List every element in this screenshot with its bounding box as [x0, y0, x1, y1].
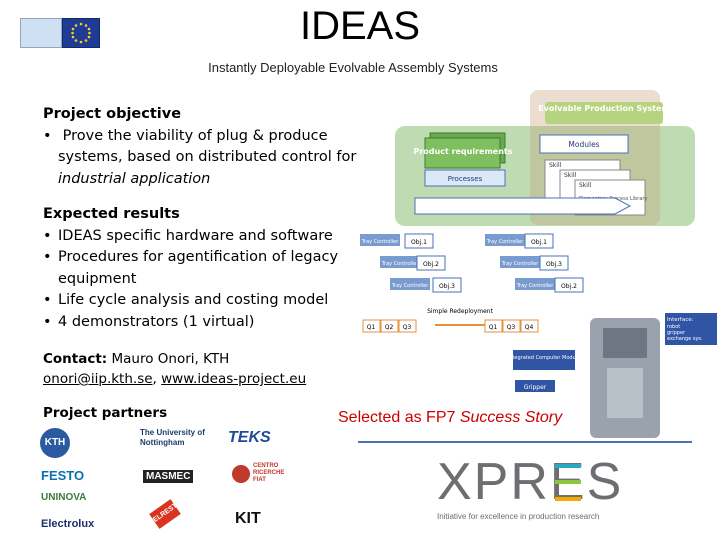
- contact-separator: ,: [152, 371, 157, 387]
- page-subtitle: Instantly Deployable Evolvable Assembly …: [208, 60, 498, 75]
- evolvable-system-panel: Evolvable Production System Product requ…: [395, 90, 695, 226]
- obj-label: Obj.1: [531, 239, 547, 246]
- skill-label-a: Skill: [549, 162, 562, 169]
- interface-item: gripper: [667, 330, 686, 336]
- divider-line: [358, 441, 692, 443]
- xpres-accent-icon: [555, 497, 581, 501]
- tray-controller-label: Tray Controller: [486, 239, 525, 245]
- xpres-logo: XPRES Initiative for excellence in produ…: [437, 455, 637, 530]
- results-heading: Expected results: [43, 206, 180, 222]
- crf-emblem-icon: [232, 465, 250, 483]
- interface-title: Interface:: [667, 317, 694, 323]
- fp7-logo: [20, 18, 62, 48]
- tray-controller-label: Tray Controller: [361, 239, 400, 245]
- success-story-prefix: Selected as FP7: [338, 409, 460, 426]
- cell-label: Q1: [489, 324, 498, 331]
- obj-label: Obj.3: [546, 261, 562, 268]
- cell-label: Q2: [385, 324, 394, 331]
- objective-bullet: Prove the viability of plug & produce sy…: [43, 126, 363, 191]
- product-req-label: Product requirements: [413, 147, 512, 156]
- tray-controller-label: Tray Controller: [516, 283, 555, 289]
- tray-controller-label: Tray Controller: [501, 261, 540, 267]
- skill-label-c: Skill: [579, 182, 592, 189]
- contact-block: Contact: Mauro Onori, KTH onori@iip.kth.…: [43, 349, 306, 389]
- festo-logo: FESTO: [41, 468, 85, 483]
- success-story-emphasis: Success Story: [459, 409, 563, 426]
- deploy-label: Simple Redeployment: [427, 308, 494, 315]
- eu-flag-logo: [62, 18, 100, 48]
- nottingham-logo: The University of Nottingham: [140, 428, 205, 447]
- xpres-word: XPRES: [437, 453, 624, 511]
- electrolux-logo: Electrolux: [41, 518, 95, 530]
- obj-label: Obj.3: [439, 283, 455, 290]
- objective-section: Project objective Prove the viability of…: [43, 104, 363, 190]
- evolvable-label: Evolvable Production System: [538, 104, 670, 113]
- teks-logo: TEKS: [228, 429, 271, 446]
- results-item: IDEAS specific hardware and software: [43, 226, 363, 248]
- gripper-module-area: Integrated Computer Module Gripper Inter…: [508, 313, 717, 438]
- kit-logo: KIT: [235, 510, 261, 527]
- gripper-label: Gripper: [524, 384, 547, 391]
- results-item: 4 demonstrators (1 virtual): [43, 312, 363, 334]
- results-item: Procedures for agentification of legacy e…: [43, 247, 363, 290]
- objective-text-line2: systems, based on distributed control fo…: [58, 149, 357, 165]
- success-story-text: Selected as FP7 Success Story: [338, 409, 562, 427]
- results-item: Life cycle analysis and costing model: [43, 290, 363, 312]
- objective-heading: Project objective: [43, 106, 182, 122]
- obj-label: Obj.2: [561, 283, 577, 290]
- modules-label: Modules: [568, 140, 599, 149]
- results-item-line2: equipment: [58, 270, 137, 287]
- contact-name: Mauro Onori, KTH: [111, 351, 230, 367]
- interface-item: exchange sys.: [667, 336, 703, 342]
- objective-text-line1: Prove the viability of plug & produce: [62, 127, 328, 144]
- elrest-logo: ELREST: [149, 499, 181, 529]
- cell-label: Q4: [525, 324, 534, 331]
- uninova-logo: UNINOVA: [41, 492, 87, 503]
- architecture-diagram: Evolvable Production System Product requ…: [345, 88, 720, 443]
- contact-email-link[interactable]: onori@iip.kth.se: [43, 371, 153, 387]
- partners-heading: Project partners: [43, 405, 168, 421]
- page-title: IDEAS: [299, 4, 421, 48]
- objective-text-line3: industrial application: [58, 170, 211, 187]
- tray-controller-label: Tray Controller: [391, 283, 430, 289]
- website-link[interactable]: www.ideas-project.eu: [161, 371, 307, 387]
- contact-label: Contact:: [43, 351, 108, 367]
- skill-label-b: Skill: [564, 172, 577, 179]
- interface-item: robot: [667, 324, 680, 330]
- xpres-accent-icon: [555, 480, 581, 484]
- cell-label: Q1: [367, 324, 376, 331]
- kth-logo: KTH: [40, 428, 70, 458]
- results-item-line1: Procedures for agentification of legacy: [58, 249, 339, 265]
- tray-controller-grid: Tray Controller Obj.1 Tray Controller Ob…: [360, 233, 584, 333]
- cell-label: Q3: [403, 324, 412, 331]
- computer-module-label: Integrated Computer Module: [508, 355, 580, 361]
- results-section: Expected results IDEAS specific hardware…: [43, 204, 363, 333]
- xpres-accent-icon: [555, 464, 581, 468]
- xpres-tagline: Initiative for excellence in production …: [437, 512, 600, 521]
- cell-label: Q3: [507, 324, 516, 331]
- masmec-logo: MASMEC: [143, 470, 194, 483]
- obj-label: Obj.2: [423, 261, 439, 268]
- processes-label: Processes: [448, 175, 483, 183]
- crf-logo: CENTRO RICERCHE FIAT: [253, 463, 285, 483]
- tray-controller-label: Tray Controller: [381, 261, 420, 267]
- obj-label: Obj.1: [411, 239, 427, 246]
